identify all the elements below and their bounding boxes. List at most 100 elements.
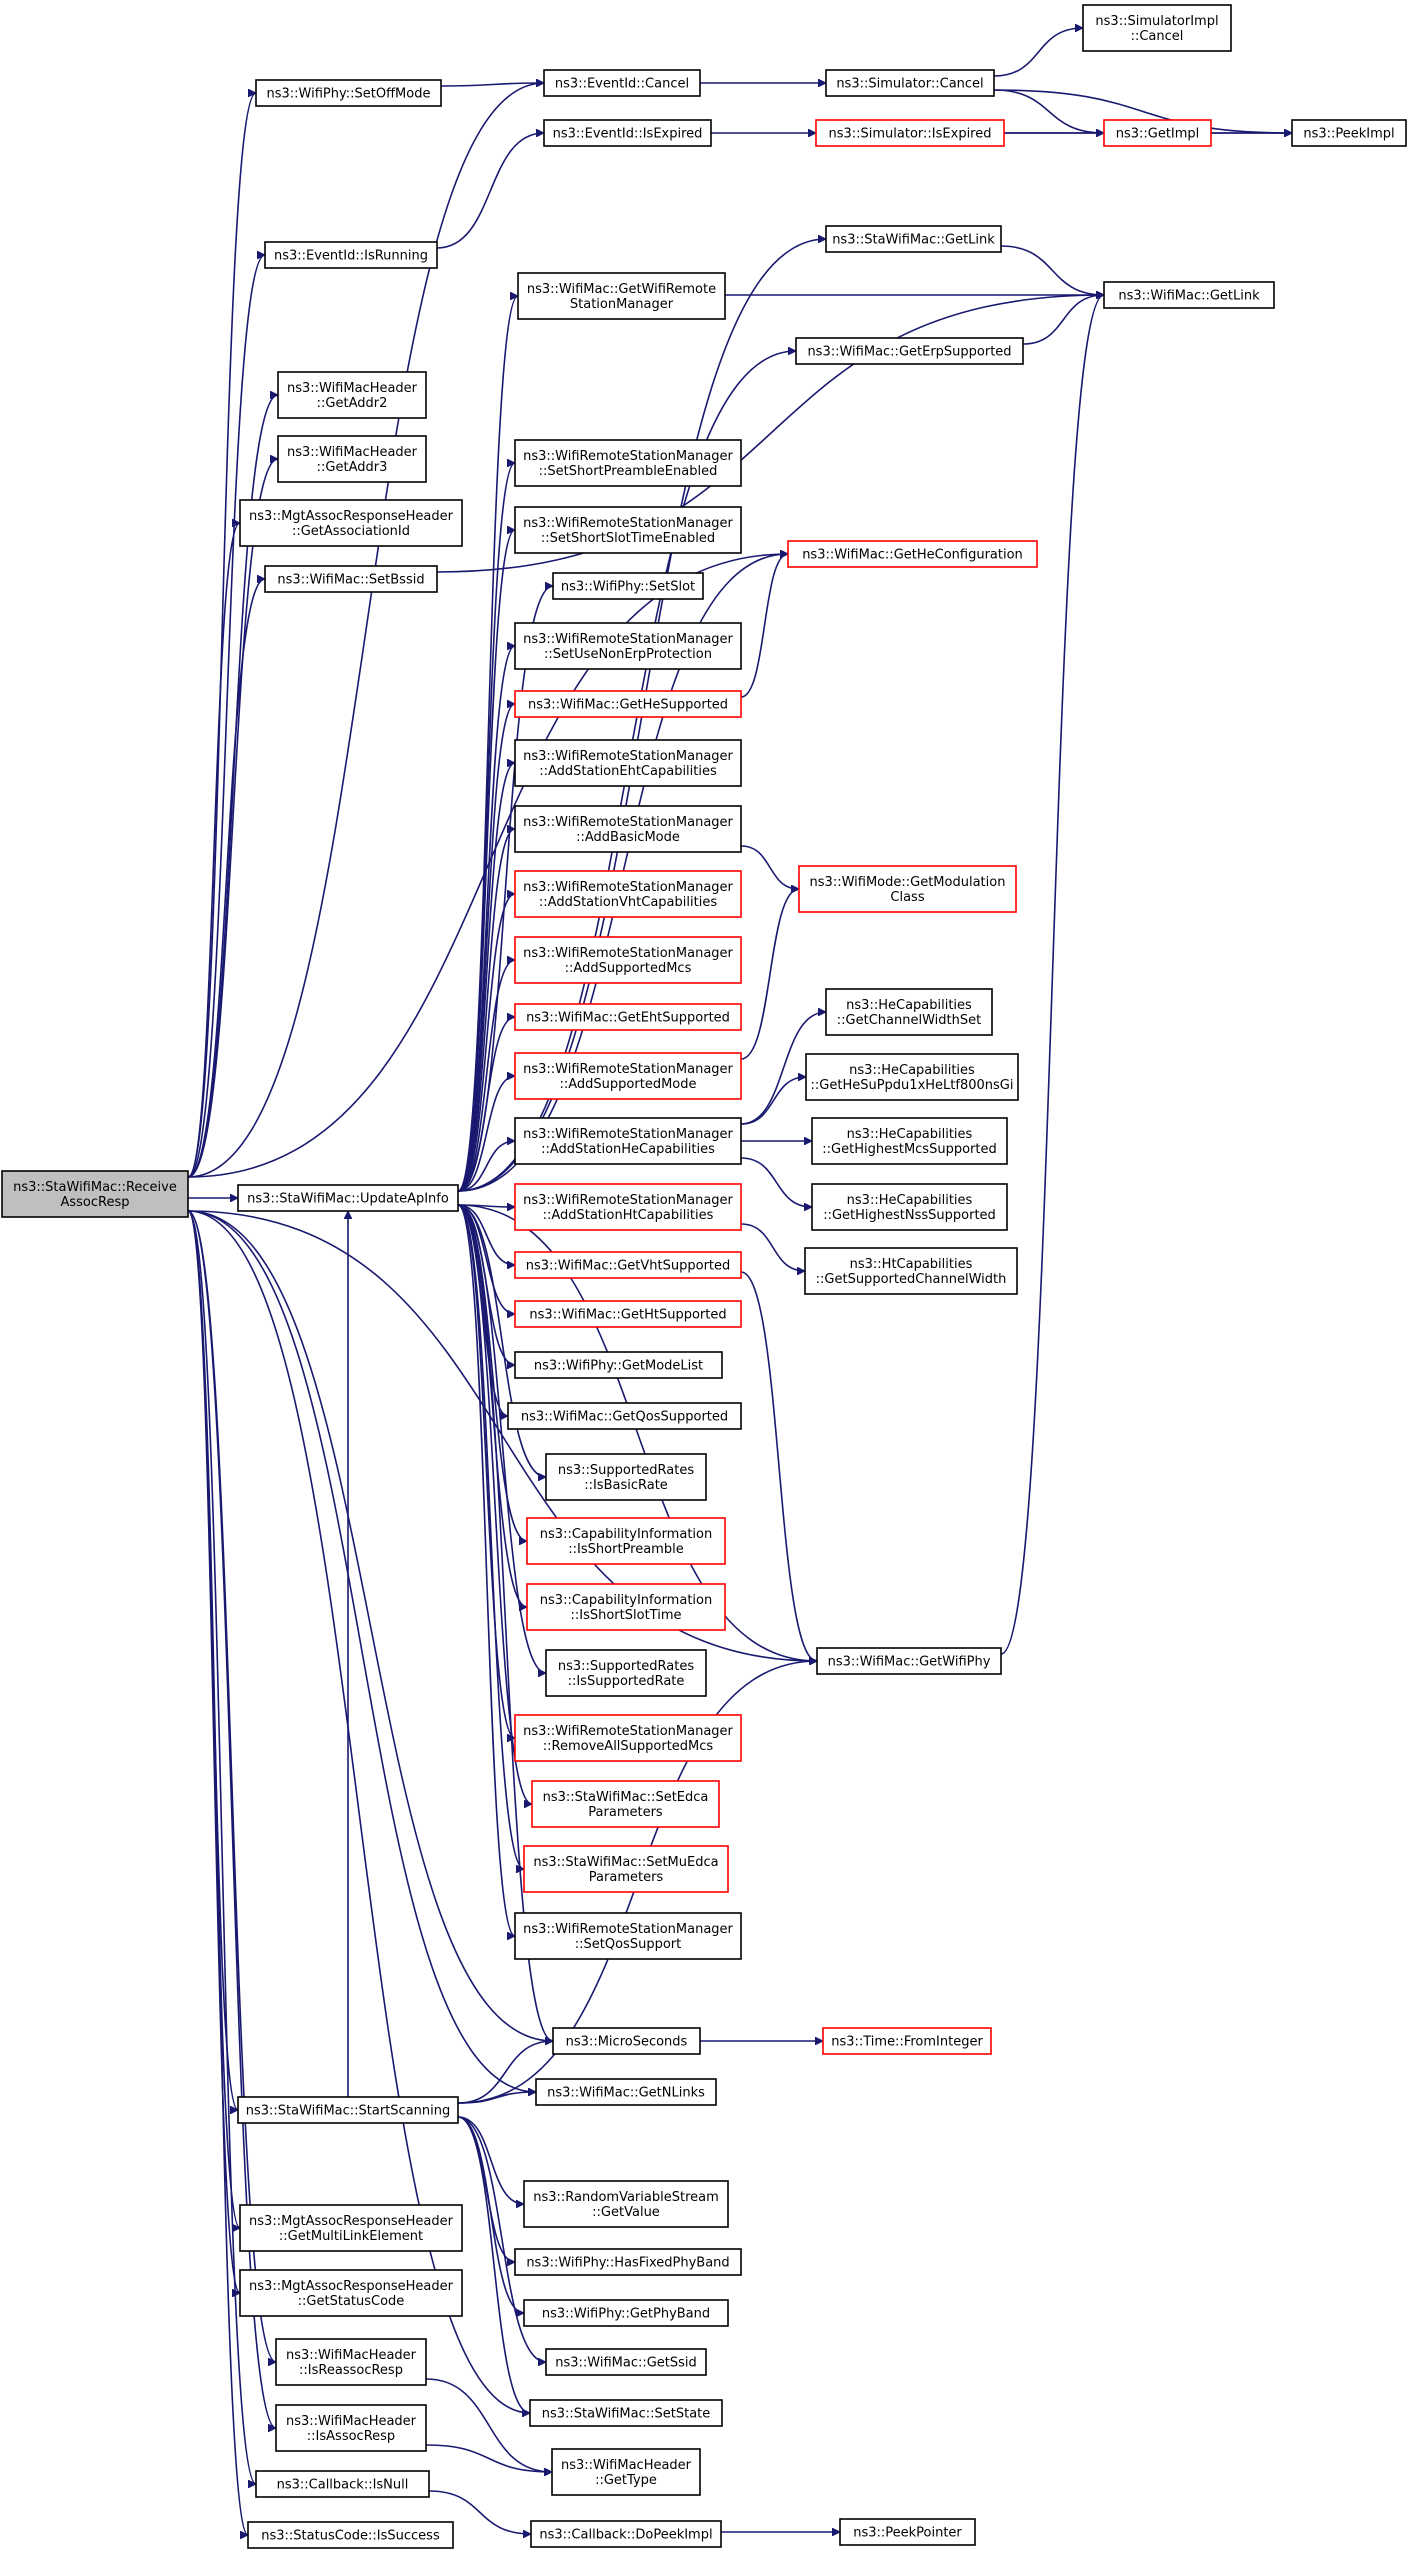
node-event-cancel[interactable]: ns3::EventId::Cancel <box>543 69 701 97</box>
node-box <box>822 2027 992 2055</box>
node-get-ht[interactable]: ns3::WifiMac::GetHtSupported <box>514 1300 742 1328</box>
node-add-ht[interactable]: ns3::WifiRemoteStationManager::AddStatio… <box>514 1183 742 1231</box>
node-get-multi-link[interactable]: ns3::MgtAssocResponseHeader::GetMultiLin… <box>239 2204 463 2252</box>
node-get-impl[interactable]: ns3::GetImpl <box>1103 119 1212 147</box>
node-is-null[interactable]: ns3::Callback::IsNull <box>255 2470 430 2498</box>
node-box <box>839 2518 976 2546</box>
node-he-high-nss[interactable]: ns3::HeCapabilities::GetHighestNssSuppor… <box>811 1183 1008 1231</box>
node-do-peek-impl[interactable]: ns3::Callback::DoPeekImpl <box>530 2520 722 2548</box>
node-add-basic-mode[interactable]: ns3::WifiRemoteStationManager::AddBasicM… <box>514 805 742 853</box>
edge-path <box>457 763 516 1192</box>
node-set-use-non-erp[interactable]: ns3::WifiRemoteStationManager::SetUseNon… <box>514 622 742 670</box>
node-set-state[interactable]: ns3::StaWifiMac::SetState <box>529 2399 723 2427</box>
node-get-he-supported[interactable]: ns3::WifiMac::GetHeSupported <box>514 690 742 718</box>
node-sim-impl-cancel[interactable]: ns3::SimulatorImpl::Cancel <box>1082 4 1232 52</box>
node-label: ::GetHeSuPpdu1xHeLtf800nsGi <box>811 1078 1014 1093</box>
node-get-rsm[interactable]: ns3::WifiMac::GetWifiRemoteStationManage… <box>517 272 726 320</box>
node-he-su-ppdu[interactable]: ns3::HeCapabilities::GetHeSuPpdu1xHeLtf8… <box>805 1053 1019 1101</box>
node-from-integer[interactable]: ns3::Time::FromInteger <box>822 2027 992 2055</box>
node-box <box>805 1053 1019 1101</box>
node-event-is-expired[interactable]: ns3::EventId::IsExpired <box>543 119 712 147</box>
node-get-status-code[interactable]: ns3::MgtAssocResponseHeader::GetStatusCo… <box>239 2269 463 2317</box>
node-get-value[interactable]: ns3::RandomVariableStream::GetValue <box>523 2180 729 2228</box>
node-box <box>526 1583 726 1631</box>
edge-path <box>457 1204 547 1477</box>
node-add-eht[interactable]: ns3::WifiRemoteStationManager::AddStatio… <box>514 739 742 787</box>
node-is-reassoc[interactable]: ns3::WifiMacHeader::IsReassocResp <box>275 2338 427 2386</box>
node-is-success[interactable]: ns3::StatusCode::IsSuccess <box>247 2521 454 2549</box>
node-add-sup-mode[interactable]: ns3::WifiRemoteStationManager::AddSuppor… <box>514 1052 742 1100</box>
node-sim-is-expired[interactable]: ns3::Simulator::IsExpired <box>815 119 1005 147</box>
node-get-mode-list[interactable]: ns3::WifiPhy::GetModeList <box>514 1351 723 1379</box>
node-peek-impl[interactable]: ns3::PeekImpl <box>1291 119 1407 147</box>
node-event-is-running[interactable]: ns3::EventId::IsRunning <box>264 241 438 269</box>
node-label: ns3::PeekImpl <box>1303 127 1394 142</box>
node-get-ssid[interactable]: ns3::WifiMac::GetSsid <box>545 2348 707 2376</box>
node-peek-pointer[interactable]: ns3::PeekPointer <box>839 2518 976 2546</box>
edge-is-reassoc-to-get-type <box>425 2378 552 2472</box>
edge-path <box>425 2378 552 2472</box>
node-set-qos[interactable]: ns3::WifiRemoteStationManager::SetQosSup… <box>514 1912 742 1960</box>
node-wifi-get-link[interactable]: ns3::WifiMac::GetLink <box>1103 281 1275 309</box>
node-box <box>239 499 463 547</box>
edge-add-sup-mode-to-get-mod-class <box>740 889 800 1060</box>
edge-sim-cancel-to-sim-impl-cancel <box>993 28 1083 77</box>
node-label: ns3::StaWifiMac::SetEdca <box>543 1790 709 1805</box>
node-is-basic-rate[interactable]: ns3::SupportedRates::IsBasicRate <box>545 1453 707 1501</box>
edge-root-to-event-cancel <box>187 83 544 1178</box>
node-get-addr2[interactable]: ns3::WifiMacHeader::GetAddr2 <box>277 371 427 419</box>
node-he-high-mcs[interactable]: ns3::HeCapabilities::GetHighestMcsSuppor… <box>811 1117 1008 1165</box>
node-start-scanning[interactable]: ns3::StaWifiMac::StartScanning <box>237 2096 459 2124</box>
node-box <box>514 870 742 918</box>
node-get-nlinks[interactable]: ns3::WifiMac::GetNLinks <box>535 2078 717 2106</box>
node-is-short-preamble[interactable]: ns3::CapabilityInformation::IsShortPream… <box>526 1517 726 1565</box>
node-add-sup-mcs[interactable]: ns3::WifiRemoteStationManager::AddSuppor… <box>514 936 742 984</box>
edge-sim-cancel-to-peek-impl <box>993 89 1292 133</box>
node-remove-all-mcs[interactable]: ns3::WifiRemoteStationManager::RemoveAll… <box>514 1714 742 1762</box>
node-set-off-mode[interactable]: ns3::WifiPhy::SetOffMode <box>255 79 442 107</box>
node-get-vht[interactable]: ns3::WifiMac::GetVhtSupported <box>514 1251 742 1279</box>
node-is-assoc[interactable]: ns3::WifiMacHeader::IsAssocResp <box>275 2404 427 2452</box>
node-label: Class <box>890 890 924 905</box>
node-label: ns3::HeCapabilities <box>847 1193 973 1208</box>
node-label: ns3::WifiMac::GetQosSupported <box>521 1410 728 1425</box>
node-set-slot[interactable]: ns3::WifiPhy::SetSlot <box>552 572 704 600</box>
node-set-bssid[interactable]: ns3::WifiMac::SetBssid <box>264 565 438 593</box>
node-he-chan-width[interactable]: ns3::HeCapabilities::GetChannelWidthSet <box>825 988 993 1036</box>
node-is-sup-rate[interactable]: ns3::SupportedRates::IsSupportedRate <box>545 1649 707 1697</box>
node-get-assoc-id[interactable]: ns3::MgtAssocResponseHeader::GetAssociat… <box>239 499 463 547</box>
node-set-short-slot[interactable]: ns3::WifiRemoteStationManager::SetShortS… <box>514 506 742 554</box>
node-get-qos[interactable]: ns3::WifiMac::GetQosSupported <box>507 1402 742 1430</box>
node-get-wifi-phy[interactable]: ns3::WifiMac::GetWifiPhy <box>816 1647 1002 1675</box>
node-get-eht-supported[interactable]: ns3::WifiMac::GetEhtSupported <box>514 1003 742 1031</box>
node-sim-cancel[interactable]: ns3::Simulator::Cancel <box>825 69 995 97</box>
node-set-short-preamble[interactable]: ns3::WifiRemoteStationManager::SetShortP… <box>514 439 742 487</box>
node-add-he[interactable]: ns3::WifiRemoteStationManager::AddStatio… <box>514 1117 742 1165</box>
node-label: ::GetHighestMcsSupported <box>822 1142 996 1157</box>
node-ht-chan-width[interactable]: ns3::HtCapabilities::GetSupportedChannel… <box>804 1247 1018 1295</box>
node-get-he-config[interactable]: ns3::WifiMac::GetHeConfiguration <box>787 540 1038 568</box>
node-is-short-slot[interactable]: ns3::CapabilityInformation::IsShortSlotT… <box>526 1583 726 1631</box>
node-micro-seconds[interactable]: ns3::MicroSeconds <box>552 2027 701 2055</box>
node-box <box>514 2248 742 2276</box>
node-add-vht[interactable]: ns3::WifiRemoteStationManager::AddStatio… <box>514 870 742 918</box>
node-get-phy-band[interactable]: ns3::WifiPhy::GetPhyBand <box>523 2299 729 2327</box>
node-sta-get-link[interactable]: ns3::StaWifiMac::GetLink <box>825 225 1002 253</box>
node-has-fixed-band[interactable]: ns3::WifiPhy::HasFixedPhyBand <box>514 2248 742 2276</box>
node-update-ap-info[interactable]: ns3::StaWifiMac::UpdateApInfo <box>237 1184 459 1212</box>
node-get-type[interactable]: ns3::WifiMacHeader::GetType <box>551 2448 701 2496</box>
node-label: ::IsShortPreamble <box>568 1542 683 1557</box>
edge-root-to-is-null <box>187 1210 257 2484</box>
node-label: ::AddBasicMode <box>576 830 680 845</box>
node-get-erp[interactable]: ns3::WifiMac::GetErpSupported <box>795 337 1024 365</box>
node-label: ns3::HeCapabilities <box>847 1127 973 1142</box>
node-get-addr3[interactable]: ns3::WifiMacHeader::GetAddr3 <box>277 435 427 483</box>
node-label: ns3::WifiRemoteStationManager <box>523 449 733 464</box>
edge-root-to-is-assoc <box>187 1210 277 2428</box>
edge-path <box>457 894 516 1192</box>
node-box <box>526 1517 726 1565</box>
